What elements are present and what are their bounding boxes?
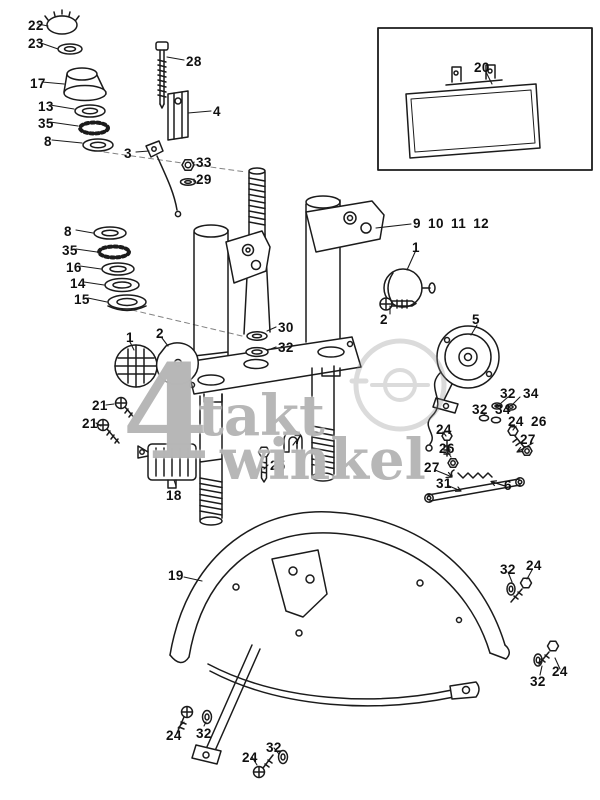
fastener-cluster-right-drawing: [441, 402, 533, 469]
headlight-bracket-right-drawing: [305, 200, 385, 253]
bottom-bridge-drawing: [185, 336, 362, 403]
right-reflector-1-2-drawing: [379, 268, 436, 311]
horn-5-drawing: [425, 325, 500, 452]
steering-small-parts-drawing: [44, 9, 114, 152]
bolt-25-drawing: [257, 446, 271, 483]
left-rubber-2-drawing: [155, 342, 199, 385]
nut-33-washer-29-drawing: [179, 159, 197, 186]
leader-lines-drawing: [37, 23, 561, 766]
bracket-4-drawing: [167, 90, 189, 141]
headlight-bracket-left-drawing: [225, 230, 271, 284]
assembly-axis-lines: [103, 151, 247, 337]
steering-stem-drawing: [243, 167, 271, 365]
stem-washers-30-32-drawing: [245, 331, 269, 358]
license-plate-box-drawing: [377, 27, 593, 171]
fender-stays-drawing: [191, 644, 480, 765]
stem-bearing-stack-drawing: [93, 226, 147, 312]
watermark-logo-drawing: [349, 338, 447, 432]
fender-19-drawing: [169, 511, 510, 664]
coil-18-drawing: [137, 443, 197, 489]
bottom-fasteners-drawing: [176, 577, 560, 779]
screws-21-drawing: [96, 396, 138, 444]
left-reflector-1-drawing: [114, 344, 165, 388]
pointer-arrows-drawing: [434, 442, 534, 492]
fork-lower-tubes-drawing: [199, 365, 335, 526]
fork-left-tube-drawing: [193, 224, 229, 365]
bolt-28-drawing: [155, 41, 169, 109]
steering-arm-3-drawing: [145, 140, 182, 218]
clamp-7-drawing: [283, 430, 303, 453]
brake-stay-6-31-drawing: [424, 469, 525, 503]
